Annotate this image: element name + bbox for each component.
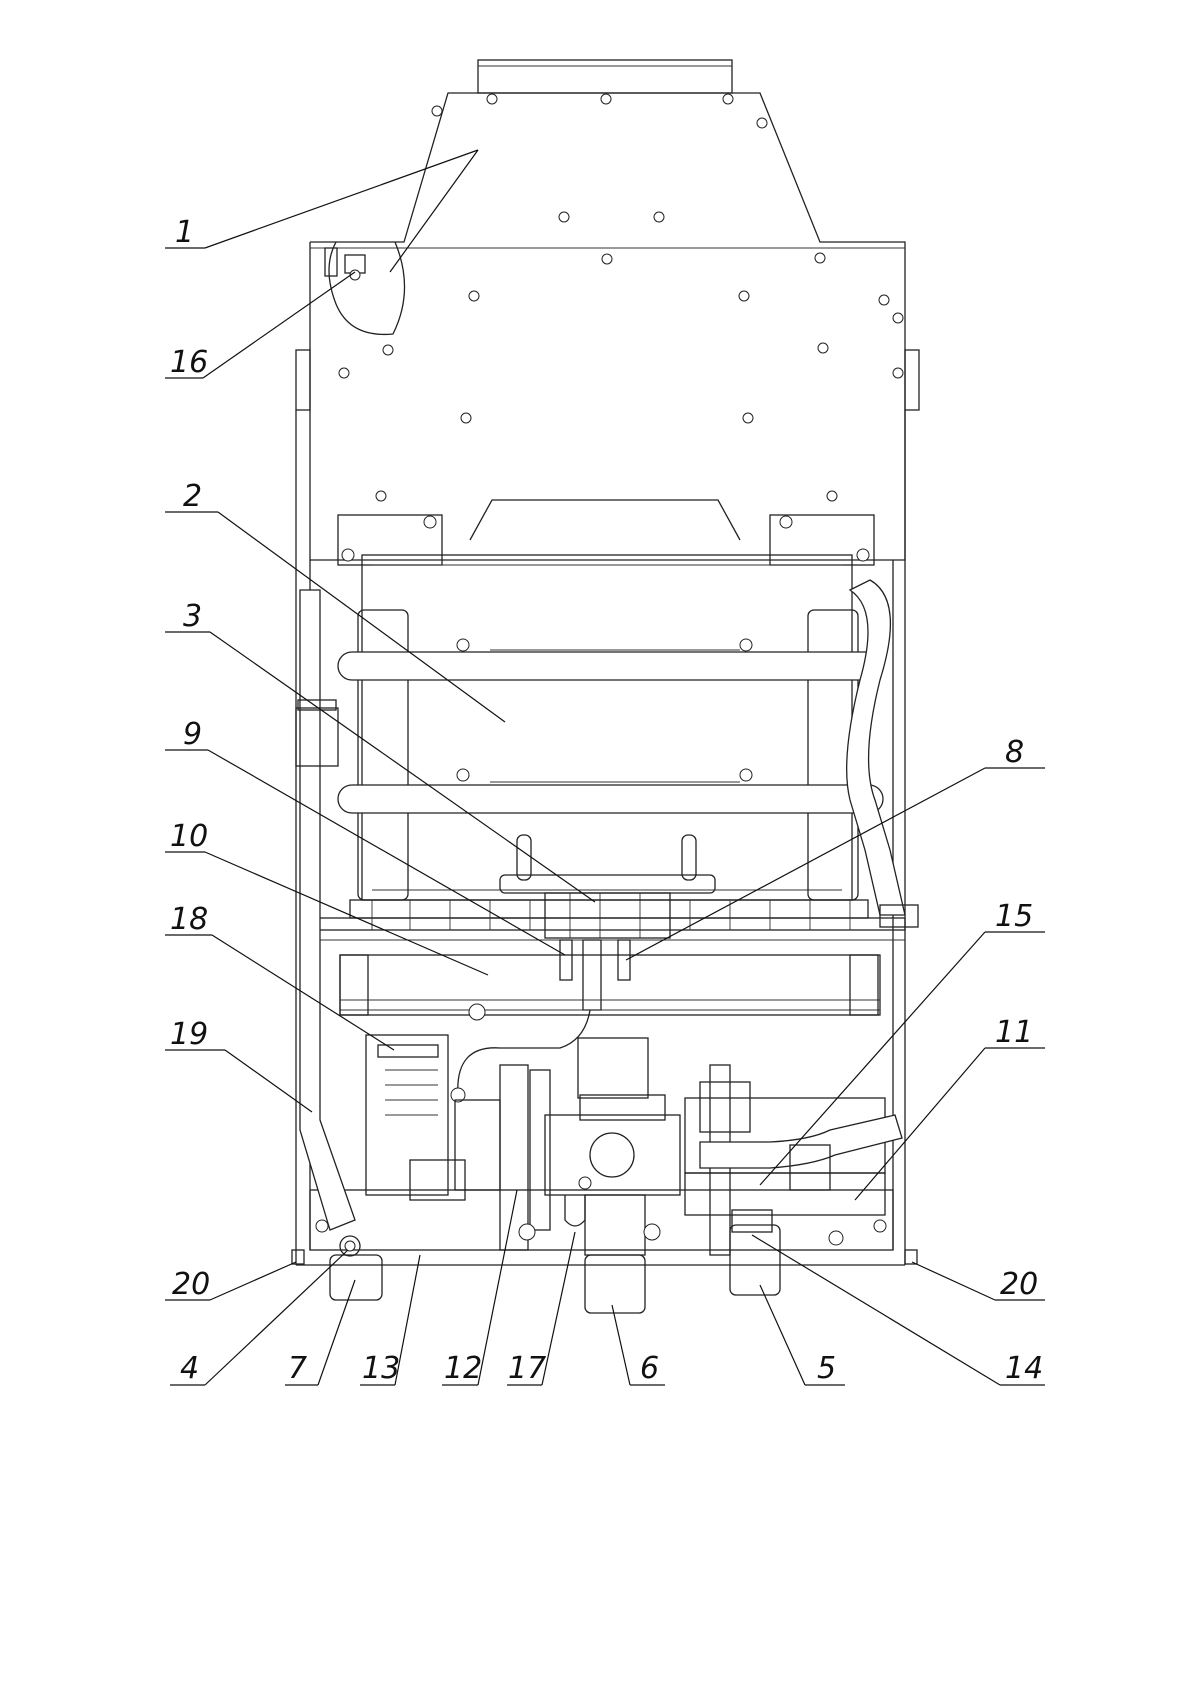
flue-hood — [296, 60, 919, 560]
callout-6: 6 — [640, 1351, 659, 1386]
callout-4: 4 — [180, 1351, 199, 1386]
callout-2: 2 — [183, 479, 202, 514]
callout-20-right: 20 — [1000, 1267, 1038, 1302]
callout-9: 9 — [183, 717, 202, 752]
callout-15: 15 — [995, 899, 1033, 934]
callout-19: 19 — [170, 1017, 208, 1052]
heat-exchanger — [338, 500, 918, 927]
callout-5: 5 — [817, 1351, 836, 1386]
bottom-connections — [292, 1210, 917, 1313]
gas-water-valve-block — [296, 590, 902, 1255]
callout-17: 17 — [508, 1351, 546, 1386]
callout-20-left: 20 — [172, 1267, 210, 1302]
callout-12: 12 — [444, 1351, 482, 1386]
callout-10: 10 — [170, 819, 208, 854]
callout-14: 14 — [1005, 1351, 1043, 1386]
callout-18: 18 — [170, 902, 208, 937]
callout-7: 7 — [288, 1351, 307, 1386]
callout-16: 16 — [170, 345, 208, 380]
callout-13: 13 — [362, 1351, 400, 1386]
callout-11: 11 — [995, 1015, 1033, 1050]
callout-1: 1 — [175, 215, 194, 250]
callout-8: 8 — [1005, 735, 1024, 770]
leader-lines — [165, 150, 1045, 1385]
hood-rivets — [339, 94, 903, 501]
callout-3: 3 — [183, 599, 202, 634]
burner-assembly — [310, 835, 905, 1020]
